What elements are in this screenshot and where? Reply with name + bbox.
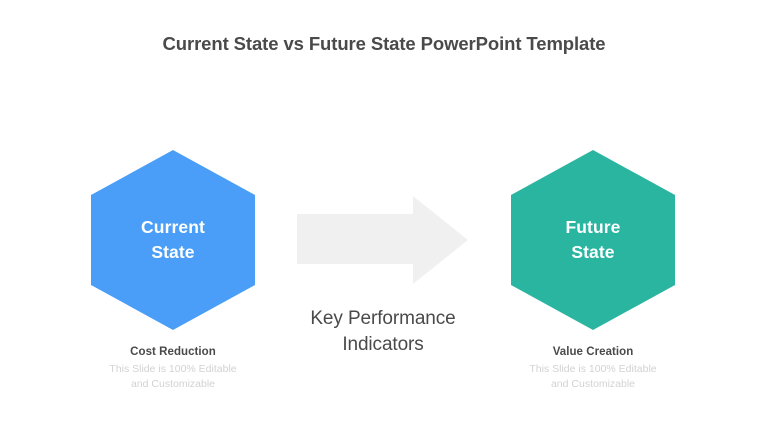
page-title: Current State vs Future State PowerPoint… <box>162 33 606 54</box>
future-state-caption: Value Creation This Slide is 100% Editab… <box>483 346 703 392</box>
current-state-caption-sub-line1: This Slide is 100% Editable <box>109 363 237 375</box>
future-state-hexagon-label-line1: Future <box>565 217 621 238</box>
current-state-hexagon-label-line2: State <box>151 242 195 262</box>
current-state-hexagon-label-line1: Current <box>141 217 205 238</box>
current-state-block: Current State Cost Reduction This Slide … <box>91 150 255 390</box>
right-arrow-icon <box>297 196 468 284</box>
future-state-hexagon[interactable]: Future State <box>511 150 675 330</box>
future-state-caption-sub-line2: and Customizable <box>550 377 636 390</box>
current-state-caption: Cost Reduction This Slide is 100% Editab… <box>63 346 283 392</box>
kpi-label: Key Performance Indicators <box>268 306 498 358</box>
kpi-label-line1: Key Performance <box>310 308 456 329</box>
future-state-hexagon-label-line2: State <box>571 242 615 262</box>
current-state-caption-sub: This Slide is 100% Editable and Customiz… <box>63 362 283 392</box>
future-state-caption-sub-line1: This Slide is 100% Editable <box>529 363 657 375</box>
transition-arrow <box>297 195 469 285</box>
current-state-hexagon[interactable]: Current State <box>91 150 255 330</box>
future-state-block: Future State Value Creation This Slide i… <box>511 150 675 390</box>
future-state-caption-sub: This Slide is 100% Editable and Customiz… <box>483 362 703 392</box>
current-state-hexagon-label: Current State <box>141 215 205 265</box>
current-state-caption-title: Cost Reduction <box>130 346 216 358</box>
kpi-label-line2: Indicators <box>342 334 424 356</box>
future-state-caption-title: Value Creation <box>552 346 634 358</box>
future-state-hexagon-label: Future State <box>565 215 620 265</box>
current-state-caption-sub-line2: and Customizable <box>130 377 216 390</box>
